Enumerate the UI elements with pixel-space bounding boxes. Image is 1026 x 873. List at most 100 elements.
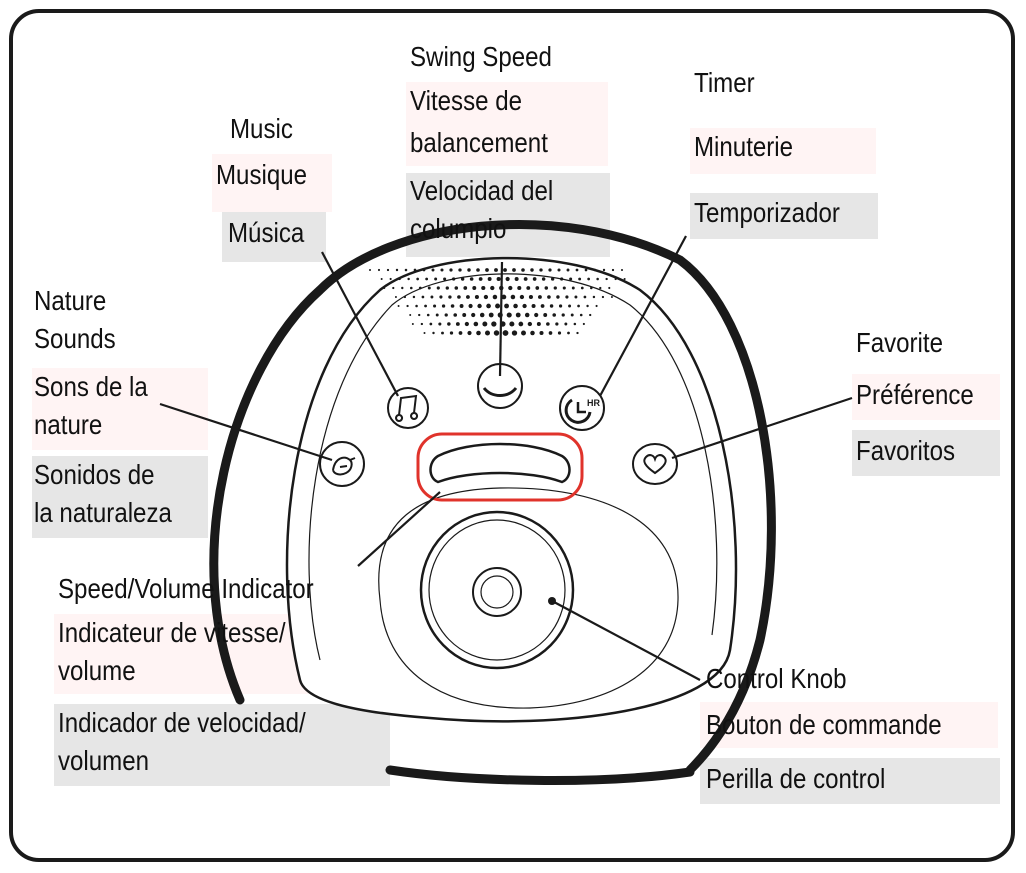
music-label-es: Música [228, 217, 305, 248]
grille-dot [583, 295, 587, 299]
grille-dot [415, 304, 418, 308]
nature-sounds-label-en-1: Nature [34, 285, 107, 316]
grille-dot [448, 295, 452, 299]
swing-speed-fr-bg [406, 82, 608, 166]
swing-icon [482, 386, 518, 397]
grille-dot [587, 277, 590, 281]
favorite-fr-bg [852, 374, 1000, 420]
grille-dot [369, 269, 371, 271]
swing-speed-label-es-1: Velocidad del [410, 175, 554, 206]
grille-dot [605, 277, 608, 281]
grille-dot [531, 303, 536, 309]
nature-sounds-button[interactable] [319, 441, 365, 487]
grille-dot [454, 286, 459, 290]
grille-dot [519, 294, 525, 300]
grille-dot [578, 277, 582, 281]
speed-volume-indicator[interactable] [429, 442, 571, 484]
music-fr-bg [212, 154, 332, 212]
grille-dot [412, 295, 416, 299]
grille-dot [403, 295, 407, 299]
grille-dot [561, 313, 565, 317]
control-knob-pointer [548, 597, 556, 605]
grille-dot [427, 286, 431, 290]
speed-volume-indicator-label-es-2: volumen [58, 745, 150, 776]
grille-dot [418, 286, 422, 290]
grille-dot [468, 303, 473, 309]
grille-dot [483, 294, 489, 300]
favorite-button[interactable] [632, 443, 678, 485]
grille-dot [457, 295, 461, 299]
grille-dot [548, 331, 553, 335]
grille-dot [601, 295, 605, 299]
nature-sounds-label-es-2: la naturaleza [34, 497, 172, 528]
grille-dot [530, 268, 534, 272]
timer-button[interactable]: HR [559, 385, 605, 431]
grille-dot [534, 312, 539, 318]
grille-dot [543, 313, 548, 317]
control-panel-inner-outline [308, 273, 718, 661]
grille-dot [478, 277, 483, 281]
grille-dot [501, 294, 507, 300]
music-note-icon [395, 394, 419, 422]
grille-dot [401, 286, 404, 290]
control-knob[interactable] [419, 510, 575, 670]
grille-dot [562, 286, 566, 290]
grille-dot [546, 322, 550, 326]
timer-label-fr: Minuterie [694, 131, 794, 162]
grille-dot [580, 286, 584, 290]
favorite-label-en: Favorite [856, 327, 943, 358]
timer-badge: HR [587, 398, 600, 408]
grille-dot [434, 277, 438, 281]
speed-volume-indicator-label-fr-1: Indicateur de vitesse/ [58, 617, 286, 648]
knob-fr-bg [700, 702, 998, 748]
grille-dot [441, 331, 444, 335]
grille-dot [565, 295, 569, 299]
grille-dot [445, 286, 449, 290]
grille-dot [383, 287, 386, 289]
grille-dot [574, 295, 578, 299]
grille-dot [517, 285, 522, 291]
grille-dot [441, 304, 446, 308]
grille-dot [573, 322, 577, 326]
grille-dot [466, 295, 470, 299]
grille-dot [614, 277, 617, 281]
grille-dot [488, 312, 494, 318]
grille-dot [571, 286, 575, 290]
grille-dot [430, 295, 434, 299]
speaker-grille [369, 268, 626, 336]
grille-dot [397, 305, 400, 307]
grille-dot [596, 277, 599, 281]
favorite-label-es: Favoritos [856, 435, 956, 466]
grille-dot [557, 268, 561, 272]
grille-dot [398, 277, 401, 281]
grille-dot [439, 295, 443, 299]
grille-dot [473, 321, 479, 327]
speed-volume-indicator-label-es-1: Indicador de velocidad/ [58, 707, 306, 738]
grille-dot [472, 286, 477, 290]
grille-dot [496, 276, 501, 282]
grille-dot [380, 278, 383, 280]
grille-dot [567, 331, 570, 335]
nature-sounds-label-fr-2: nature [34, 409, 103, 440]
grille-dot [476, 330, 481, 336]
timer-es-bg [690, 193, 878, 239]
grille-dot [449, 268, 453, 272]
grille-dot [590, 286, 593, 290]
control-knob-label-es: Perilla de control [706, 763, 886, 794]
music-label-en: Music [230, 113, 293, 144]
grille-dot [556, 295, 560, 299]
grille-dot [490, 285, 495, 291]
grille-dot [409, 314, 412, 316]
grille-dot [623, 277, 626, 281]
grille-dot [610, 295, 613, 299]
grille-dot [508, 285, 513, 291]
grille-dot [481, 285, 486, 291]
music-button[interactable] [387, 387, 429, 429]
leader-lines [159, 235, 853, 681]
grille-dot [584, 268, 588, 272]
grille-dot [515, 312, 521, 318]
grille-dot [560, 277, 564, 281]
grille-dot [389, 277, 392, 281]
grille-dot [521, 268, 525, 272]
